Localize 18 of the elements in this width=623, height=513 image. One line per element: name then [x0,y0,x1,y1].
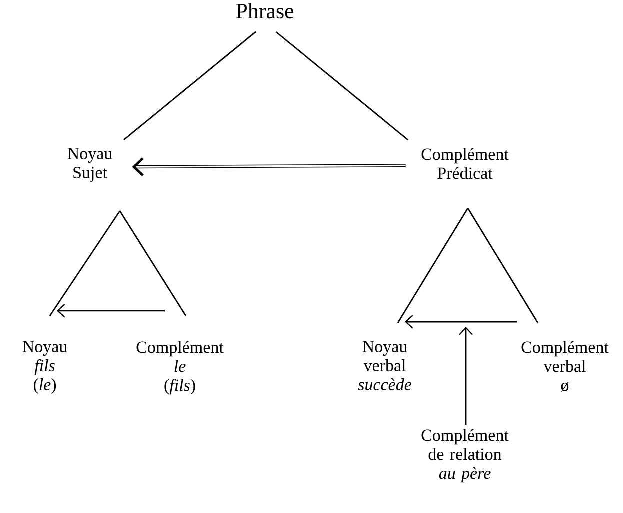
arrow [132,158,406,176]
connector-line [124,31,256,141]
text-label: Noyau verbal succède [358,341,412,391]
connector-line [119,210,187,316]
connector-line [276,31,408,141]
arrow [405,315,517,329]
connector-line [467,208,539,324]
connector-line [397,208,469,324]
text-label: Noyau Sujet [68,148,112,182]
text-label: Complément Prédicat [422,148,509,180]
text-label: Phrase [236,3,294,19]
text-label: Noyau fils (le) [22,341,68,394]
arrow [57,304,165,318]
text-label: Complément verbal ø [522,341,609,392]
text-label: Complément de relation au père [422,429,509,483]
text-label: Complément le (fils) [136,341,224,395]
arrow [459,326,473,425]
connector-line [49,210,121,316]
